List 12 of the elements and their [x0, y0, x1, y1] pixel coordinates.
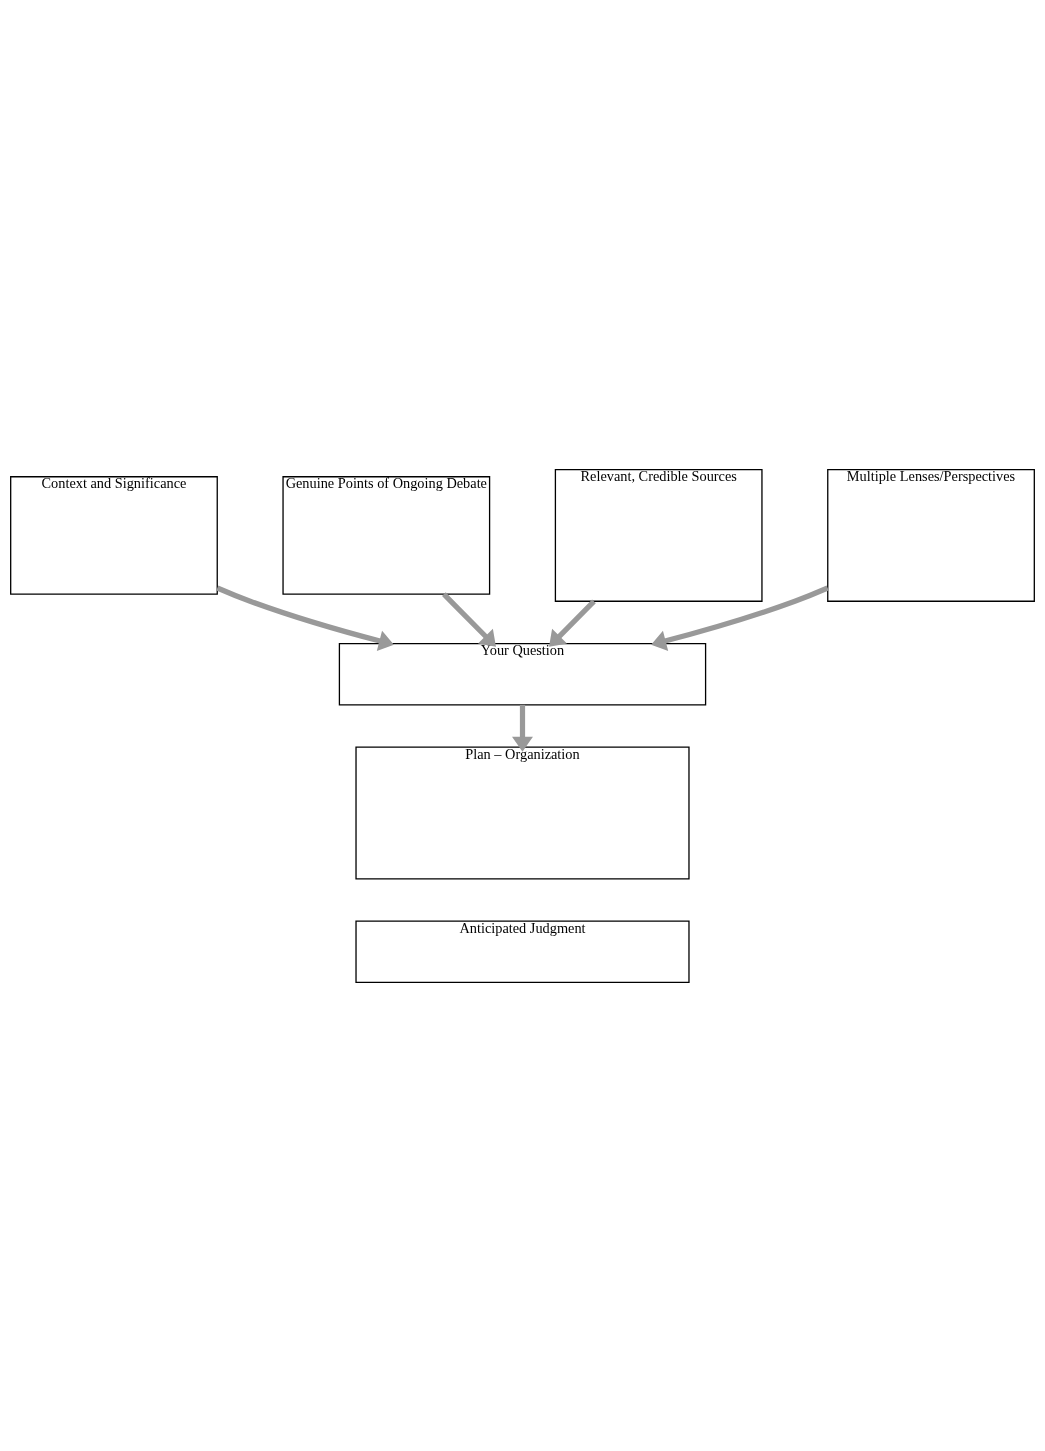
node-box: Multiple Lenses/Perspectives: [827, 468, 1035, 602]
node-box: Relevant, Credible Sources: [554, 468, 763, 602]
arrow: [549, 599, 596, 647]
arrow: [512, 704, 533, 752]
node-box: Genuine Points of Ongoing Debate: [282, 475, 491, 595]
node-box: Context and Significance: [10, 475, 218, 595]
arrow: [216, 585, 394, 651]
arrow: [651, 585, 829, 651]
node-box: Anticipated Judgment: [355, 920, 690, 983]
node-box: Your Question: [338, 642, 707, 705]
node-box: Plan – Organization: [355, 746, 690, 879]
arrow: [442, 591, 496, 647]
